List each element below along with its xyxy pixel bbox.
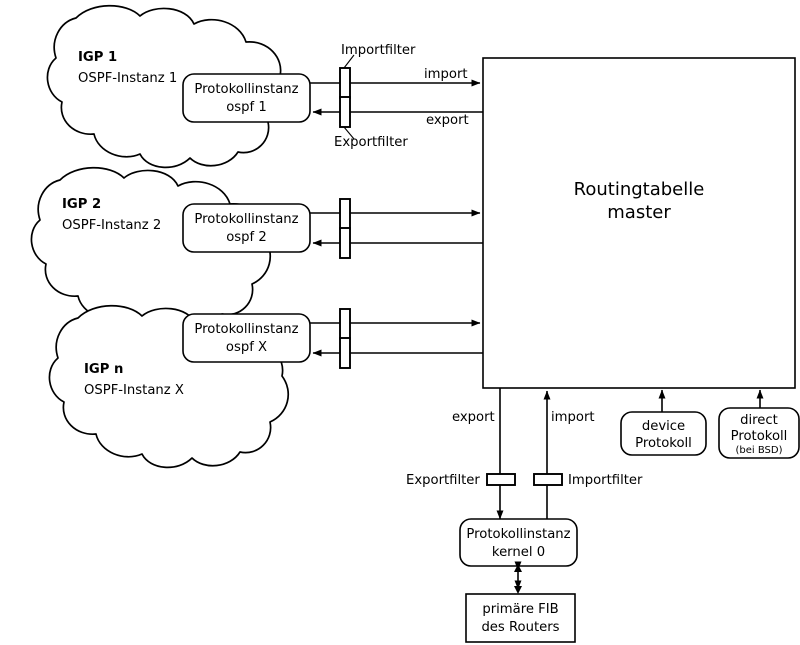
primary-fib[interactable]: primäre FIB des Routers: [465, 593, 576, 643]
kernel-export-flow-label: export: [452, 410, 495, 425]
export-filter-block-2[interactable]: [339, 227, 351, 259]
protocol-instance-line1-1: Protokollinstanz: [194, 82, 298, 97]
import-filter-block-3[interactable]: [339, 308, 351, 340]
direct-protocol-line2: Protokoll: [731, 429, 788, 444]
device-protocol[interactable]: device Protokoll: [620, 389, 707, 456]
export-filter-block-3[interactable]: [339, 337, 351, 369]
import-flow-label-1: import: [424, 67, 468, 82]
protocol-instance-line2-2: ospf 2: [226, 230, 267, 245]
protocol-instance-box-1[interactable]: [182, 73, 311, 123]
fib-arrow-down: [514, 586, 522, 594]
protocol-instance-line1-3: Protokollinstanz: [194, 322, 298, 337]
direct-protocol-line3: (bei BSD): [736, 445, 783, 456]
protocol-instance-line2-1: ospf 1: [226, 100, 267, 115]
protocol-instance-1[interactable]: Protokollinstanz ospf 1: [182, 73, 311, 123]
cloud-title-1: IGP 1: [78, 50, 117, 65]
routing-table-box[interactable]: [482, 57, 796, 389]
kernel-import-flow-label: import: [551, 410, 595, 425]
exportfilter-label-1: Exportfilter: [334, 135, 408, 150]
fib-line1: primäre FIB: [482, 602, 558, 617]
protocol-instance-box-3[interactable]: [182, 313, 311, 363]
kernel-import-filter-block[interactable]: [533, 473, 563, 486]
export-filter-block-1[interactable]: [339, 96, 351, 128]
fib-arrow-up: [514, 564, 522, 572]
fib-connection: [514, 561, 522, 594]
direct-protocol-line1: direct: [740, 413, 778, 428]
igp-cloud-1: IGP 1 OSPF-Instanz 1: [46, 4, 288, 169]
direct-protocol[interactable]: direct Protokoll (bei BSD): [718, 389, 800, 459]
fib-line2: des Routers: [481, 620, 559, 635]
kernel-connections: export import Exportfilter Importfilter: [406, 388, 643, 521]
device-protocol-line1: device: [642, 419, 685, 434]
import-filter-block-2[interactable]: [339, 198, 351, 230]
routing-table-master[interactable]: Routingtabelle master: [482, 57, 796, 389]
kernel-exportfilter-label: Exportfilter: [406, 473, 480, 488]
cloud-title-2: IGP 2: [62, 197, 101, 212]
row-3-connections: [310, 308, 483, 369]
kernel-export-filter-block[interactable]: [486, 473, 516, 486]
direct-protocol-box[interactable]: [718, 407, 800, 459]
fib-box[interactable]: [465, 593, 576, 643]
device-protocol-line2: Protokoll: [635, 436, 692, 451]
protocol-instance-3[interactable]: Protokollinstanz ospf X: [182, 313, 311, 363]
routing-table-line1: Routingtabelle: [574, 179, 705, 200]
exportfilter-leader-1: [343, 126, 355, 140]
export-flow-label-1: export: [426, 113, 469, 128]
row-2-connections: [310, 198, 483, 259]
device-protocol-box[interactable]: [620, 411, 707, 456]
cloud-outline-1: [46, 4, 288, 169]
cloud-subtitle-3: OSPF-Instanz X: [84, 383, 184, 398]
row-1-connections: Importfilter Exportfilter import export: [310, 43, 483, 150]
import-filter-block-1[interactable]: [339, 67, 351, 99]
importfilter-label-1: Importfilter: [341, 43, 416, 58]
protocol-instance-line1-2: Protokollinstanz: [194, 212, 298, 227]
cloud-subtitle-2: OSPF-Instanz 2: [62, 218, 161, 233]
cloud-title-3: IGP n: [84, 362, 123, 377]
protocol-instance-line2-3: ospf X: [226, 340, 267, 355]
cloud-subtitle-1: OSPF-Instanz 1: [78, 71, 177, 86]
protocol-instance-box-2[interactable]: [182, 203, 311, 253]
routing-table-line2: master: [607, 202, 671, 223]
importfilter-leader-1: [343, 54, 355, 69]
kernel-protocol-instance[interactable]: Protokollinstanz kernel 0: [459, 518, 578, 567]
kernel-importfilter-label: Importfilter: [568, 473, 643, 488]
kernel-instance-line2: kernel 0: [492, 545, 545, 560]
protocol-instance-2[interactable]: Protokollinstanz ospf 2: [182, 203, 311, 253]
kernel-instance-line1: Protokollinstanz: [466, 527, 570, 542]
